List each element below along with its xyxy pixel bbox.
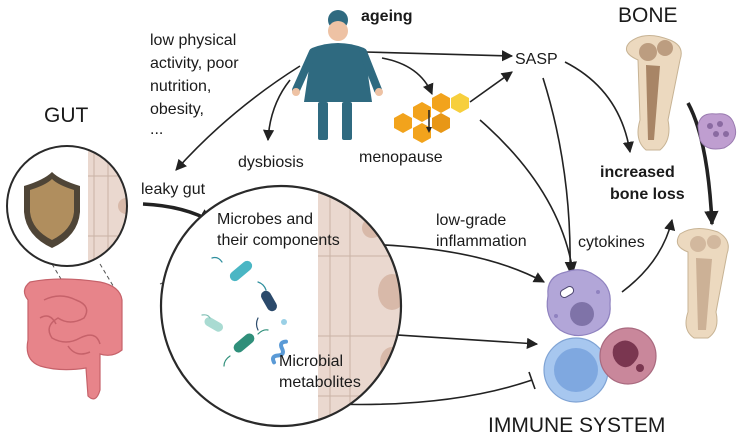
label-dysbiosis: dysbiosis	[238, 154, 304, 171]
label-risk-factors-2: activity, poor	[150, 55, 239, 72]
intestine-icon	[23, 278, 123, 400]
gut-barrier-zoom	[6, 145, 128, 267]
arrow-immune-to-bone-loss	[621, 218, 676, 293]
immune-cell-icon	[543, 337, 609, 403]
label-bone-loss-2: bone loss	[610, 186, 685, 203]
label-menopause: menopause	[359, 149, 443, 166]
label-microbes-1: Microbes and	[217, 211, 313, 228]
microbiome-zoom	[159, 184, 403, 428]
person-icon	[292, 10, 383, 140]
inhibit-metabolites-to-immune	[329, 379, 533, 406]
label-leaky-gut: leaky gut	[141, 181, 206, 198]
label-gut: GUT	[44, 104, 89, 127]
immune-cell-icon	[546, 269, 611, 337]
label-risk-factors-1: low physical	[150, 32, 236, 49]
label-low-grade-1: low-grade	[436, 212, 506, 229]
arrow-ageing-to-sasp	[364, 50, 514, 62]
hormone-icon	[394, 93, 469, 143]
label-cytokines: cytokines	[578, 234, 645, 251]
label-bone-loss-1: increased	[600, 164, 675, 181]
arrow-hormone-to-immune	[479, 119, 577, 274]
label-risk-factors-3: nutrition,	[150, 78, 211, 95]
arrow-sasp-to-bone-loss	[564, 61, 634, 154]
label-metabolites-2: metabolites	[279, 374, 361, 391]
label-risk-factors-4: obesity,	[150, 101, 204, 118]
bone-icon	[676, 228, 729, 339]
label-metabolites-1: Microbial	[279, 353, 343, 370]
arrow-hormone-to-sasp	[469, 71, 513, 103]
label-low-grade-2: inflammation	[436, 233, 527, 250]
label-risk-factors-5: ...	[150, 121, 163, 138]
osteoclast-icon	[697, 113, 737, 150]
arrow-bone-loss-bold	[686, 102, 719, 226]
label-sasp: SASP	[515, 51, 558, 68]
arrow-ageing-to-dysbiosis	[262, 79, 291, 142]
bacteria-icon	[201, 256, 288, 367]
label-microbes-2: their components	[217, 232, 340, 249]
arrows	[142, 50, 719, 406]
label-immune-system: IMMUNE SYSTEM	[488, 414, 665, 437]
inhibit-bar	[528, 371, 536, 390]
label-ageing: ageing	[361, 8, 413, 25]
immune-cell-icon	[599, 327, 657, 385]
label-bone: BONE	[618, 4, 678, 27]
arrow-ageing-to-leaky-gut	[175, 65, 301, 171]
arrow-sasp-to-immune	[542, 77, 576, 274]
arrow-ageing-to-menopause	[381, 57, 434, 96]
bone-icon	[625, 35, 682, 151]
